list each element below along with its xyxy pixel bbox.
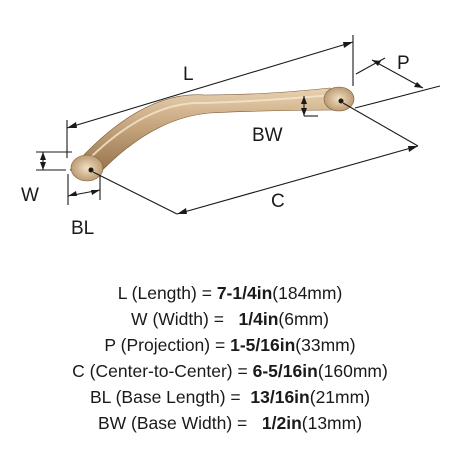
dim-label-w: W (21, 185, 39, 206)
screw-hole-left (88, 167, 94, 173)
spec-value: 6-5/16in (252, 361, 318, 381)
ext-line-p-bottom (354, 85, 441, 109)
spec-value: 1/4in (238, 309, 279, 329)
spec-row-base-width: BW (Base Width) = 1/2in(13mm) (97, 413, 363, 433)
spec-row-base-length: BL (Base Length) = 13/16in(21mm) (89, 387, 371, 407)
dimension-diagram: L P BW W C BL (21, 35, 441, 239)
dimension-lines (36, 35, 441, 215)
handle-highlight (79, 94, 333, 169)
dim-label-bl: BL (71, 218, 94, 239)
dim-label-c: C (271, 191, 285, 212)
spec-value: 7-1/4in (216, 283, 273, 303)
dim-label-l: L (183, 64, 194, 85)
spec-row-projection: P (Projection) = 1-5/16in(33mm) (104, 335, 356, 355)
dim-line-l (66, 41, 354, 129)
arrowheads (40, 42, 423, 214)
handle-pull (69, 86, 355, 182)
spec-value: 1-5/16in (230, 335, 296, 355)
dim-line-c (176, 145, 419, 215)
spec-row-center-to-center: C (Center-to-Center) = 6-5/16in(160mm) (72, 361, 388, 381)
spec-row-width: W (Width) = 1/4in(6mm) (131, 309, 329, 329)
handle-end-left (70, 154, 104, 182)
ext-line-c-right (342, 102, 419, 147)
spec-value: 13/16in (250, 387, 310, 407)
screw-hole-right (338, 98, 344, 104)
ext-line-c-left (92, 171, 178, 215)
spec-value: 1/2in (261, 413, 302, 433)
ext-line-p-top (355, 57, 386, 75)
dim-line-p (371, 59, 424, 89)
dim-label-p: P (397, 53, 410, 74)
handle-end-right (323, 86, 355, 112)
dim-label-bw: BW (252, 125, 283, 146)
spec-row-length: L (Length) = 7-1/4in(184mm) (117, 283, 343, 303)
